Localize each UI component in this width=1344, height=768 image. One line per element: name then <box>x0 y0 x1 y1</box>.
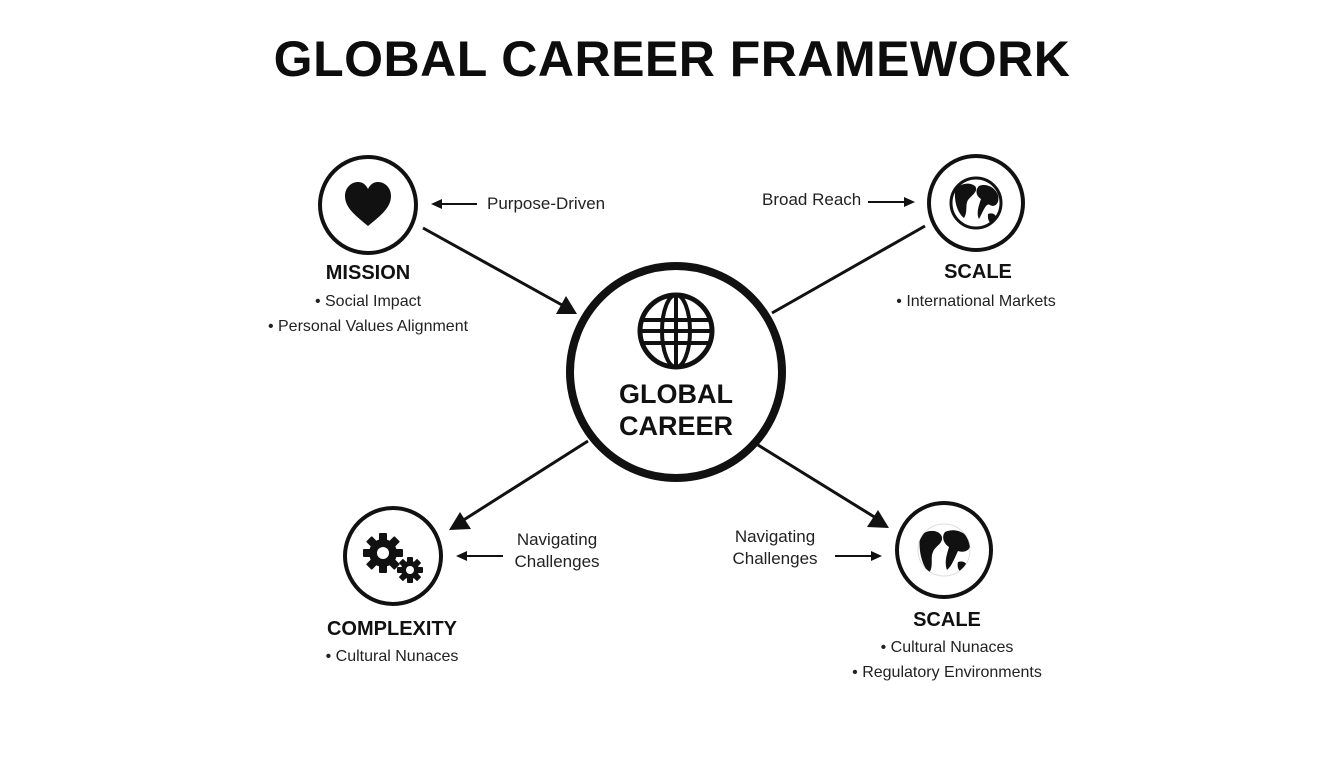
edge-scale-bottom <box>757 443 877 520</box>
earth-icon <box>949 176 1003 230</box>
center-label: GLOBAL CAREER <box>576 378 776 442</box>
scale-top-bullets: International Markets <box>856 289 1096 314</box>
purpose-driven-label: Purpose-Driven <box>487 194 606 213</box>
center-label-line1: GLOBAL <box>619 379 733 409</box>
scale-top-heading: SCALE <box>944 261 1012 283</box>
arrow-navigating-right-head <box>871 551 882 561</box>
gears-icon <box>363 533 423 583</box>
navigating-right-line1: Navigating <box>734 527 816 546</box>
page-title: GLOBAL CAREER FRAMEWORK <box>273 31 1071 87</box>
navigating-right-line2: Challenges <box>732 549 818 568</box>
navigating-challenges-left-label: Navigating Challenges <box>503 529 611 573</box>
globe-icon <box>637 292 715 370</box>
arrowhead-to-center <box>556 296 577 314</box>
navigating-left-line1: Navigating <box>516 530 598 549</box>
world-map-icon <box>917 523 971 577</box>
arrowhead-to-complexity <box>449 512 471 530</box>
scale-bottom-heading: SCALE <box>913 609 981 631</box>
list-item: Cultural Nunaces <box>292 644 492 669</box>
navigating-left-line2: Challenges <box>514 552 600 571</box>
center-label-line2: CAREER <box>618 411 733 441</box>
complexity-bullets: Cultural Nunaces <box>292 644 492 669</box>
arrow-purpose-driven-head <box>431 199 442 209</box>
list-item: Regulatory Environments <box>822 660 1072 685</box>
list-item: Social Impact <box>238 289 498 314</box>
navigating-challenges-right-label: Navigating Challenges <box>722 526 828 570</box>
edge-mission <box>422 226 563 307</box>
edge-scale-top <box>771 224 926 315</box>
list-item: Personal Values Alignment <box>238 314 498 339</box>
center-node <box>566 262 786 482</box>
arrow-broad-reach-head <box>904 197 915 207</box>
broad-reach-label: Broad Reach <box>762 190 862 209</box>
list-item: International Markets <box>856 289 1096 314</box>
heart-icon <box>345 182 391 226</box>
scale-bottom-bullets: Cultural Nunaces Regulatory Environments <box>822 635 1072 685</box>
arrowhead-to-scale-bottom <box>867 510 889 528</box>
complexity-heading: COMPLEXITY <box>326 618 457 640</box>
arrow-navigating-left-head <box>456 551 467 561</box>
mission-heading: MISSION <box>325 262 411 284</box>
mission-bullets: Social Impact Personal Values Alignment <box>238 289 498 339</box>
list-item: Cultural Nunaces <box>822 635 1072 660</box>
edge-complexity <box>461 439 589 523</box>
